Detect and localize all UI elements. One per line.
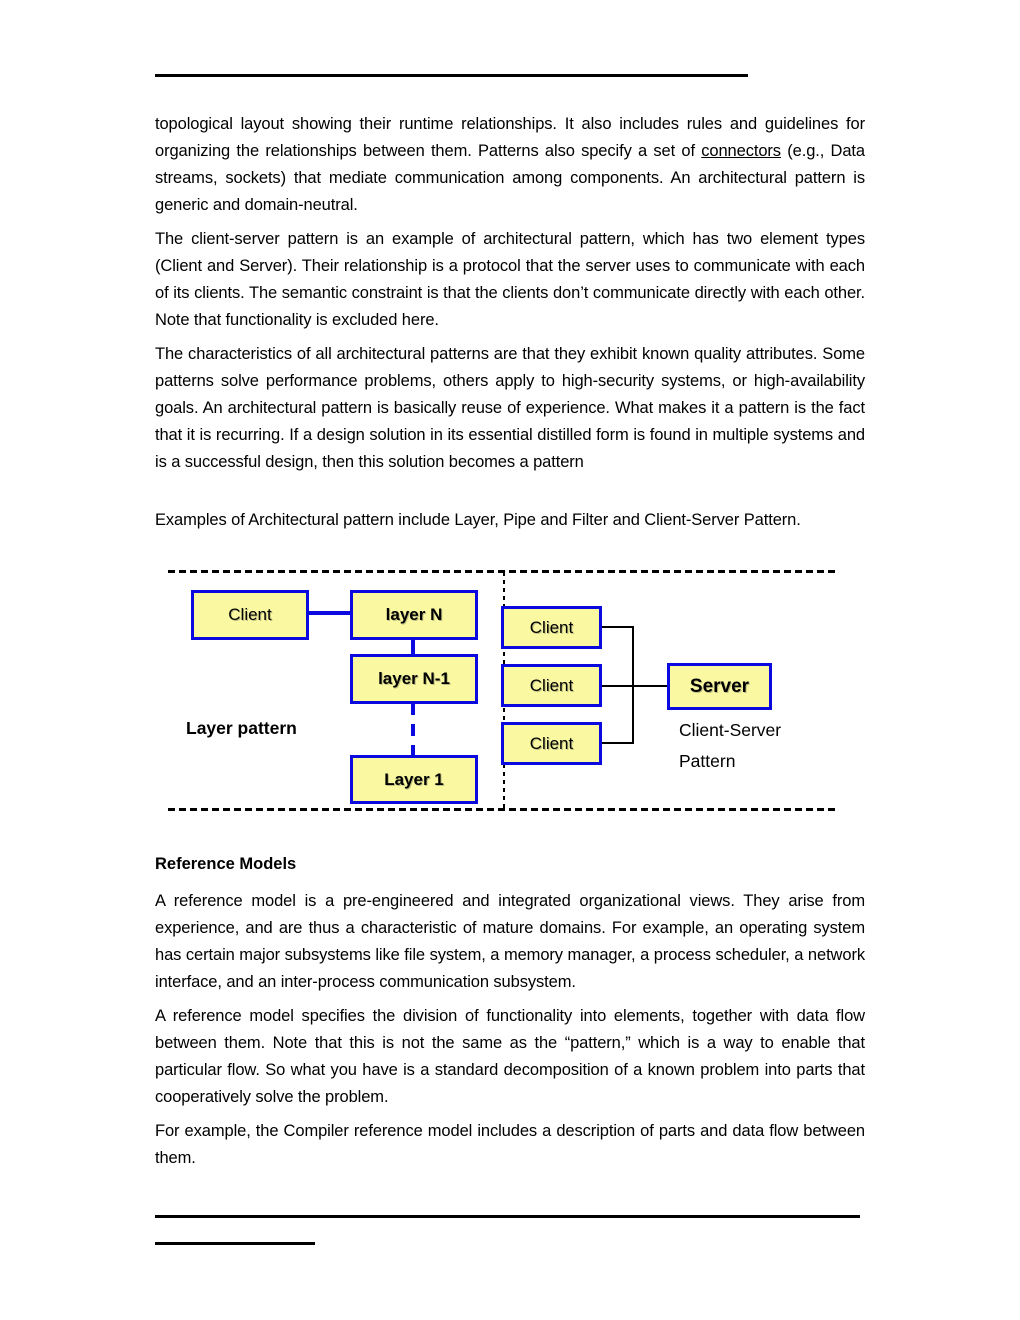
box-label: Client	[529, 617, 574, 637]
client-box-2: Client	[501, 664, 602, 707]
box-label: layer N	[385, 605, 443, 624]
reference-models-heading: Reference Models	[155, 855, 297, 873]
connector-layern1-layer1-dashed	[411, 703, 415, 755]
box-label: layer N-1	[378, 669, 450, 688]
layer-1-box: Layer 1	[350, 755, 478, 804]
connector-trunk	[632, 626, 634, 744]
layer-n-box: layer N	[350, 590, 478, 640]
paragraph-reference-model-division: A reference model specifies the division…	[155, 1007, 865, 1106]
layer-pattern-client-box: Client	[191, 590, 309, 640]
connector-client3-trunk	[602, 742, 633, 744]
client-box-3: Client	[501, 722, 602, 765]
client-server-caption-line1: Client-Server	[679, 720, 782, 740]
figure-border-bottom	[168, 808, 838, 811]
footer-rule-long	[155, 1215, 860, 1218]
underlined-term-connectors: connectors	[701, 142, 781, 160]
connector-layern-layern1	[411, 638, 415, 656]
paragraph-examples: Examples of Architectural pattern includ…	[155, 511, 801, 529]
connector-client-layern	[309, 611, 350, 615]
layer-pattern-caption: Layer pattern	[186, 718, 297, 738]
box-label: Client	[529, 733, 574, 753]
box-label: Layer 1	[384, 769, 444, 789]
paragraph-topological: topological layout showing their runtime…	[155, 111, 865, 219]
footer-rule-short	[155, 1242, 315, 1245]
box-label: Client	[529, 675, 574, 695]
layer-n1-box: layer N-1	[350, 654, 478, 704]
server-box: Server	[667, 663, 772, 710]
paragraph-client-server: The client-server pattern is an example …	[155, 230, 865, 329]
connector-client2-server	[602, 685, 667, 687]
paragraph-text: topological layout showing their runtime…	[155, 115, 865, 160]
paragraph-characteristics: The characteristics of all architectural…	[155, 345, 865, 471]
figure-border-top	[168, 570, 838, 573]
box-label: Server	[689, 675, 750, 697]
paragraph-reference-model-intro: A reference model is a pre-engineered an…	[155, 892, 865, 991]
paragraph-text: (e.g., Data streams, sockets) that media…	[155, 142, 865, 214]
header-rule	[155, 74, 748, 77]
connector-client1-trunk	[602, 626, 633, 628]
paragraph-compiler-example: For example, the Compiler reference mode…	[155, 1122, 865, 1167]
client-box-1: Client	[501, 606, 602, 649]
box-label: Client	[228, 605, 272, 624]
architecture-patterns-figure: Client layer N layer N-1 Layer 1 Layer p…	[168, 570, 838, 811]
client-server-caption-line2: Pattern	[679, 751, 736, 771]
